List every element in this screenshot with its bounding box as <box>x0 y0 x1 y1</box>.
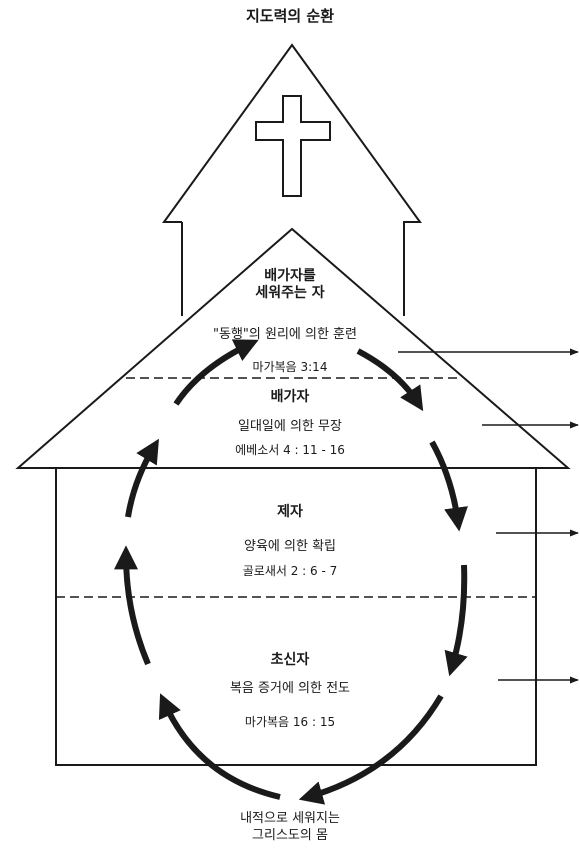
level-4-reference: 마가복음 16 : 15 <box>244 715 336 729</box>
level-2-description: 일대일에 의한 무장 <box>238 419 342 434</box>
level-1-heading: 배가자를 세워주는 자 <box>255 268 325 301</box>
cycle-arrow <box>173 339 259 406</box>
cross-icon <box>255 95 331 197</box>
level-3-heading: 제자 <box>277 504 303 520</box>
cycle-arrow <box>444 564 468 677</box>
level-4-description: 복음 증거에 의한 전도 <box>229 681 351 696</box>
cycle-arrow <box>298 694 444 805</box>
diagram-title: 지도력의 순환 <box>245 7 335 25</box>
level-4-heading: 초신자 <box>270 652 310 668</box>
level-3-description: 양육에 의한 확립 <box>244 539 336 554</box>
main-roof <box>15 227 571 469</box>
cycle-arrow <box>158 693 281 800</box>
house-body <box>55 468 537 766</box>
level-1-description: "동행"의 원리에 의한 훈련 <box>213 327 357 342</box>
level-1-reference: 마가복음 3:14 <box>252 360 328 374</box>
level-2-reference: 에베소서 4 : 11 - 16 <box>235 443 345 457</box>
cycle-arrow <box>114 545 151 666</box>
cycle-arrow <box>125 438 159 518</box>
steeple-outline <box>162 43 422 316</box>
cycle-arrow <box>356 348 424 412</box>
cycle-arrows <box>114 339 468 805</box>
level-2-heading: 배가자 <box>270 389 310 405</box>
outward-arrows <box>398 348 579 684</box>
footer-caption: 내적으로 세워지는 그리스도의 몸 <box>240 811 340 843</box>
cycle-arrow <box>429 440 468 532</box>
level-3-reference: 골로새서 2 : 6 - 7 <box>242 564 338 578</box>
